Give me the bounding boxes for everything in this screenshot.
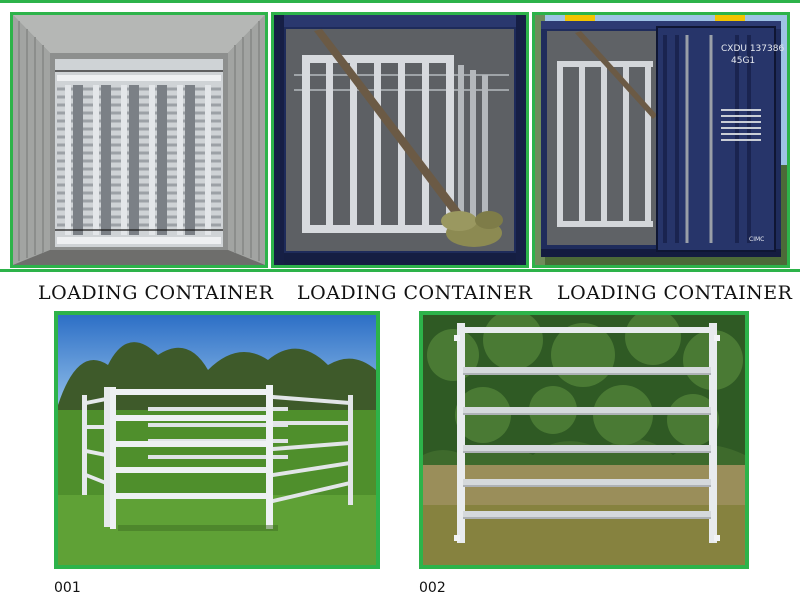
container-loading-image — [274, 15, 526, 265]
caption-loading-container-2: LOADING CONTAINER — [297, 282, 533, 304]
container-number: CXDU 137386 4 — [721, 44, 787, 54]
container-interior-image — [13, 15, 265, 265]
cattle-yard-image — [58, 315, 376, 565]
photo-product-002 — [419, 311, 749, 569]
caption-loading-container-1: LOADING CONTAINER — [38, 282, 274, 304]
single-panel-image — [423, 315, 745, 565]
container-size-type: 45G1 — [731, 56, 755, 66]
photo-container-door: CXDU 137386 4 45G1 CIMC — [532, 12, 790, 268]
product-code-001: 001 — [54, 580, 81, 596]
container-door-image: CXDU 137386 4 45G1 CIMC — [535, 15, 787, 265]
middle-divider-line — [0, 269, 800, 272]
container-logo: CIMC — [749, 236, 764, 243]
caption-loading-container-3: LOADING CONTAINER — [557, 282, 793, 304]
photo-container-interior — [10, 12, 268, 268]
product-code-002: 002 — [419, 580, 446, 596]
photo-container-loading — [271, 12, 529, 268]
photo-product-001 — [54, 311, 380, 569]
top-border-line — [0, 0, 800, 3]
